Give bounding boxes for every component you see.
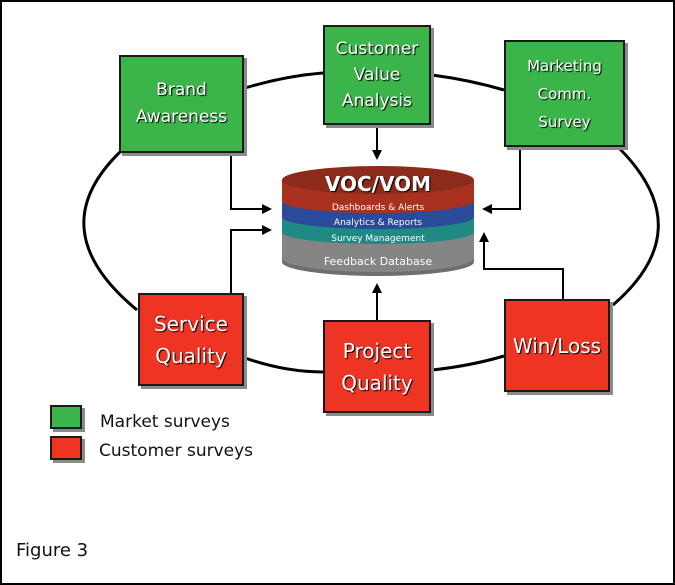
figure-caption: Figure 3 [16, 540, 89, 561]
node-label-line: Value [353, 65, 401, 85]
layer-dashboards-alerts: Dashboards & Alerts [331, 203, 425, 213]
database-title: VOC/VOM [324, 172, 432, 196]
node-label-line: Project [342, 338, 412, 363]
cycle-arc-cva-to-mcs [431, 73, 505, 92]
layer-analytics-reports: Analytics & Reports [333, 218, 423, 228]
node-label-line: Service [154, 311, 228, 336]
node-label-line: Awareness [135, 107, 228, 127]
layer-feedback-database: Feedback Database [323, 255, 433, 268]
node-label-line: Quality [155, 343, 227, 368]
node-label-line: Customer [335, 39, 419, 59]
node-label-line: Marketing [527, 56, 602, 75]
node-win-loss: Win/Loss [504, 299, 610, 392]
node-label-line: Survey [538, 112, 591, 131]
arrow-brand-to-center [230, 153, 272, 214]
layer-survey-management: Survey Management [331, 234, 425, 244]
node-label-line: Brand [156, 80, 207, 100]
legend-label-customer: Customer surveys [99, 441, 254, 461]
node-label-line: Comm. [537, 84, 592, 103]
cycle-arc-mcs-to-winloss [612, 147, 660, 307]
arrow-winloss-to-center [479, 232, 564, 299]
voc-vom-database: VOC/VOM Dashboards & Alerts Analytics & … [280, 162, 476, 282]
legend-label-market: Market surveys [100, 412, 230, 432]
node-label-line: Quality [341, 370, 413, 395]
node-label-line: Win/Loss [512, 333, 602, 358]
legend-swatch-market [50, 405, 82, 429]
node-label-line: Analysis [341, 91, 413, 111]
cycle-arc-sq-to-brand [82, 150, 138, 312]
database-cylinder-icon [282, 166, 474, 276]
cycle-arc-brand-to-cva [244, 71, 324, 90]
cycle-arc-winloss-to-pq [431, 354, 505, 372]
cycle-arc-pq-to-sq [244, 356, 324, 374]
arrow-sq-to-center [230, 225, 272, 293]
legend-swatch-customer [50, 436, 82, 460]
arrow-mcs-to-center [482, 148, 521, 214]
